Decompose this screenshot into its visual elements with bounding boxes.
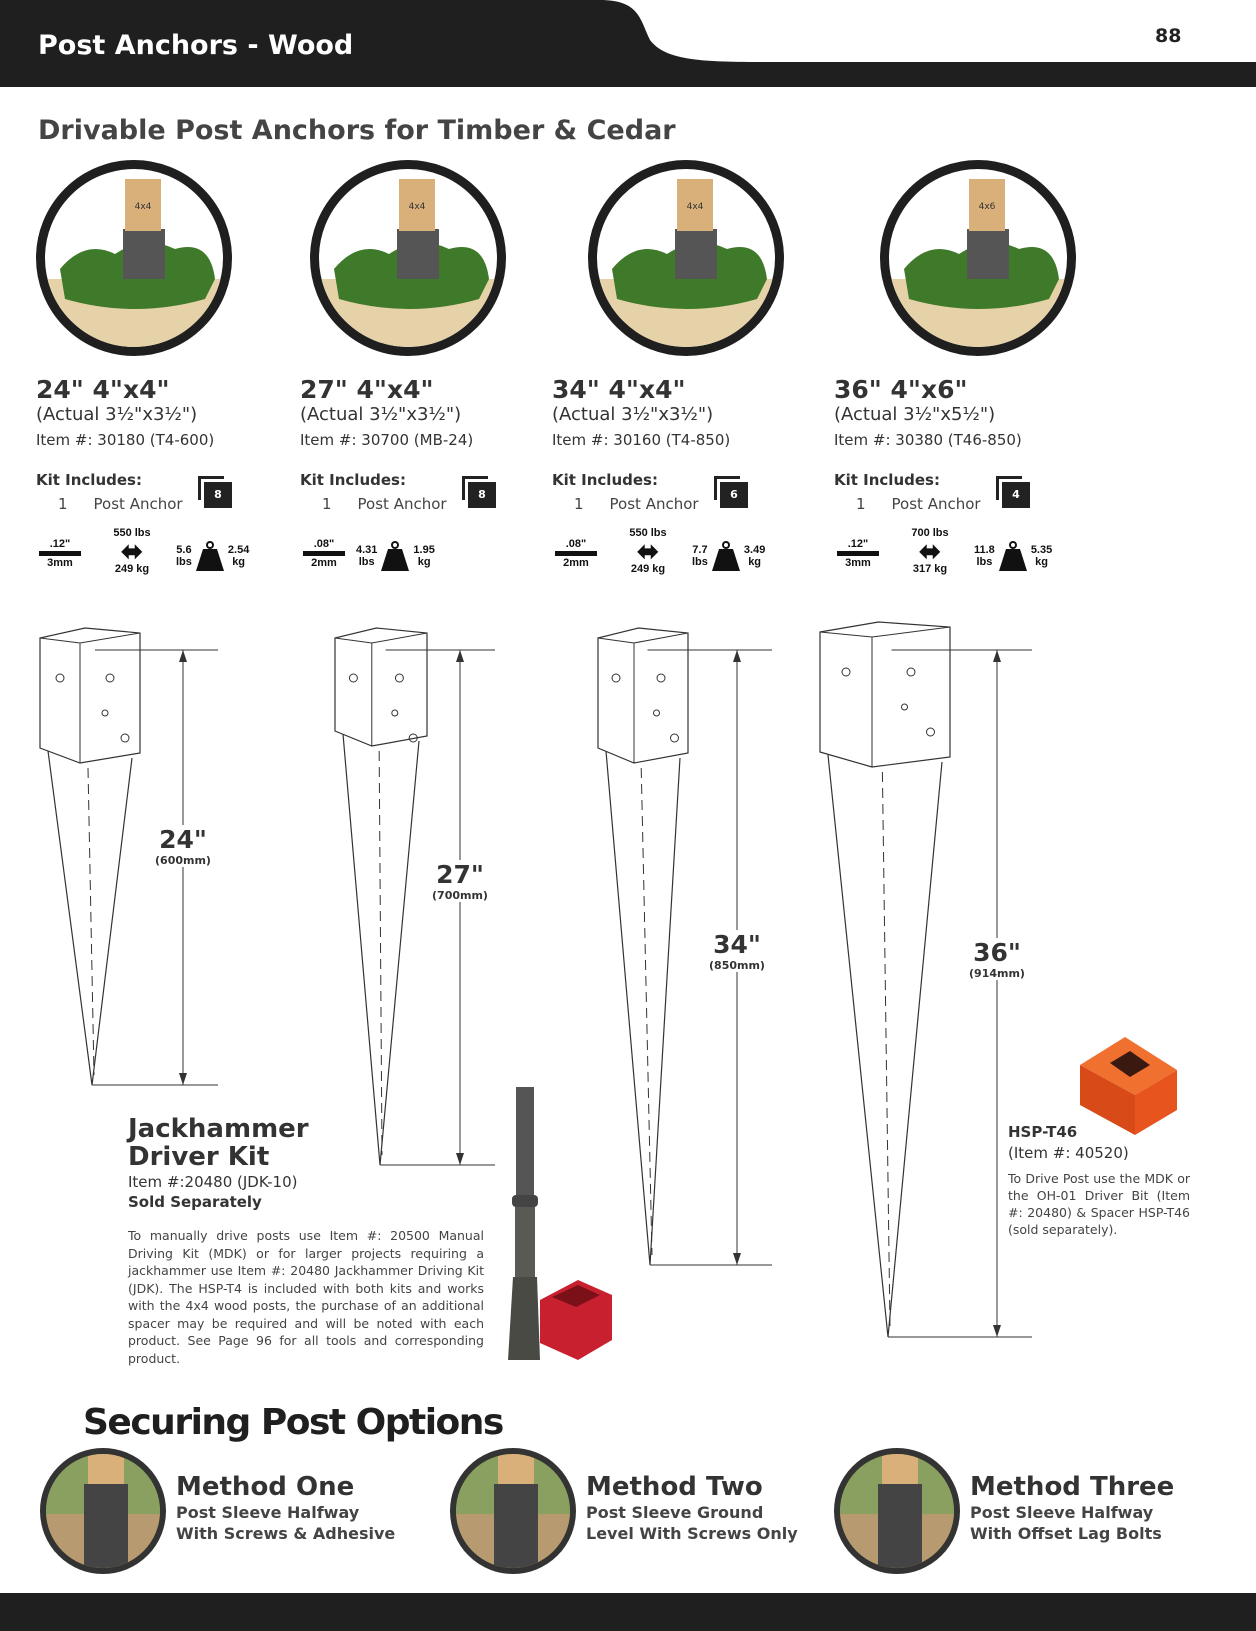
product-info: 34" 4"x4" (Actual 3½"x3½") Item #: 30160… bbox=[552, 375, 812, 513]
load-spec: 700 lbs⬌317 kg bbox=[900, 527, 960, 575]
product-photo: 4x6 bbox=[880, 160, 1076, 356]
product-info: 27" 4"x4" (Actual 3½"x3½") Item #: 30700… bbox=[300, 375, 560, 513]
method-title: Method Two bbox=[586, 1472, 763, 1502]
header-bar bbox=[0, 0, 1256, 87]
pack-quantity-icon: 8 bbox=[462, 476, 496, 508]
load-spec: 550 lbs⬌249 kg bbox=[618, 527, 678, 575]
pack-quantity-icon: 6 bbox=[714, 476, 748, 508]
product-actual-size: (Actual 3½"x3½") bbox=[300, 404, 462, 425]
jackhammer-sold-separately: Sold Separately bbox=[128, 1193, 262, 1211]
svg-text:4x6: 4x6 bbox=[979, 202, 996, 212]
product-title: 36" 4"x6" bbox=[834, 375, 968, 404]
hsp-title: HSP-T46 bbox=[1008, 1123, 1078, 1141]
gauge-spec: .12"3mm bbox=[834, 538, 882, 569]
method-title: Method One bbox=[176, 1472, 355, 1502]
product-actual-size: (Actual 3½"x3½") bbox=[552, 404, 714, 425]
product-item-number: Item #: 30160 (T4-850) bbox=[552, 431, 731, 449]
section-subtitle: Drivable Post Anchors for Timber & Cedar bbox=[38, 115, 676, 146]
method-photo bbox=[834, 1448, 960, 1574]
page-header-title: Post Anchors - Wood bbox=[38, 30, 354, 61]
length-dimension: 36"(914mm) bbox=[957, 938, 1037, 980]
weight-icon bbox=[381, 541, 410, 571]
footer-bar bbox=[0, 1593, 1256, 1631]
gauge-spec: .08"2mm bbox=[300, 538, 348, 569]
method-photo bbox=[450, 1448, 576, 1574]
jackhammer-description: To manually drive posts use Item #: 2050… bbox=[128, 1228, 484, 1366]
weight-icon bbox=[711, 541, 740, 571]
product-photo: 4x4 bbox=[588, 160, 784, 356]
kit-label: Kit Includes: bbox=[300, 471, 406, 489]
pack-quantity-icon: 8 bbox=[198, 476, 232, 508]
length-dimension: 27"(700mm) bbox=[420, 860, 500, 902]
hsp-item: (Item #: 40520) bbox=[1008, 1144, 1129, 1162]
kit-label: Kit Includes: bbox=[552, 471, 658, 489]
product-info: 36" 4"x6" (Actual 3½"x5½") Item #: 30380… bbox=[834, 375, 1094, 513]
weight-icon bbox=[998, 541, 1027, 571]
jackhammer-bit-image bbox=[508, 1087, 612, 1360]
product-title: 24" 4"x4" bbox=[36, 375, 170, 404]
securing-title: Securing Post Options bbox=[83, 1402, 504, 1443]
product-title: 34" 4"x4" bbox=[552, 375, 686, 404]
length-dimension: 24"(600mm) bbox=[143, 825, 223, 867]
product-photo: 4x4 bbox=[310, 160, 506, 356]
product-actual-size: (Actual 3½"x5½") bbox=[834, 404, 996, 425]
svg-text:4x4: 4x4 bbox=[687, 202, 704, 212]
product-item-number: Item #: 30700 (MB-24) bbox=[300, 431, 474, 449]
kit-label: Kit Includes: bbox=[834, 471, 940, 489]
length-dimension: 34"(850mm) bbox=[697, 930, 777, 972]
method-photo bbox=[40, 1448, 166, 1574]
product-info: 24" 4"x4" (Actual 3½"x3½") Item #: 30180… bbox=[36, 375, 296, 513]
gauge-spec: .08"2mm bbox=[552, 538, 600, 569]
product-actual-size: (Actual 3½"x3½") bbox=[36, 404, 198, 425]
method-title: Method Three bbox=[970, 1472, 1175, 1502]
gauge-spec: .12"3mm bbox=[36, 538, 84, 569]
hsp-description: To Drive Post use the MDK or the OH-01 D… bbox=[1008, 1171, 1190, 1237]
weight-icon bbox=[195, 541, 224, 571]
pack-quantity-icon: 4 bbox=[996, 476, 1030, 508]
double-arrow-icon: ⬌ bbox=[637, 536, 659, 566]
kit-label: Kit Includes: bbox=[36, 471, 142, 489]
product-photo: 4x4 bbox=[36, 160, 232, 356]
svg-text:4x4: 4x4 bbox=[135, 202, 152, 212]
hsp-spacer-image bbox=[1080, 1037, 1177, 1135]
jackhammer-item: Item #:20480 (JDK-10) bbox=[128, 1173, 298, 1191]
svg-text:4x4: 4x4 bbox=[409, 202, 426, 212]
product-item-number: Item #: 30180 (T4-600) bbox=[36, 431, 215, 449]
load-spec: 550 lbs⬌249 kg bbox=[102, 527, 162, 575]
product-title: 27" 4"x4" bbox=[300, 375, 434, 404]
double-arrow-icon: ⬌ bbox=[919, 536, 941, 566]
page-number: 88 bbox=[1155, 25, 1182, 47]
double-arrow-icon: ⬌ bbox=[121, 536, 143, 566]
product-item-number: Item #: 30380 (T46-850) bbox=[834, 431, 1022, 449]
